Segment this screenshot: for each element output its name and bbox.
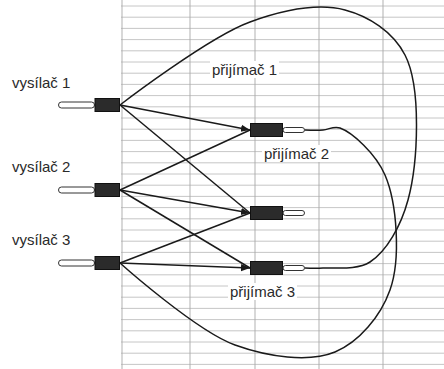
grid-line	[121, 95, 444, 96]
plug-connector: přijímač 1	[250, 123, 305, 137]
plug-pin	[283, 266, 305, 271]
transmitter-label: vysílač 1	[10, 74, 72, 91]
plug-connector: přijímač 3	[250, 261, 305, 275]
grid-line	[121, 17, 444, 18]
grid-line	[121, 106, 444, 107]
grid-line	[121, 28, 444, 29]
connecting-wire	[120, 7, 416, 268]
receiver-label: přijímač 3	[228, 283, 297, 300]
grid-line	[121, 84, 444, 85]
grid-line	[121, 252, 444, 253]
grid-line	[121, 118, 444, 119]
grid-line	[121, 342, 444, 343]
connecting-wire	[120, 190, 250, 268]
connecting-wire	[120, 105, 250, 130]
connecting-wire	[120, 263, 250, 268]
receiver-label: přijímač 1	[210, 61, 279, 78]
transmitter-label: vysílač 3	[10, 231, 72, 248]
grid-line	[121, 6, 444, 7]
plug-pin	[59, 260, 95, 266]
plug-symbol	[250, 123, 305, 137]
grid-line	[121, 353, 444, 354]
grid-line	[121, 241, 444, 242]
plug-connector: vysílač 2	[58, 183, 120, 197]
grid-line	[383, 0, 384, 369]
plug-connector: vysílač 1	[58, 98, 120, 112]
grid-line	[121, 73, 444, 74]
plug-body	[251, 262, 283, 275]
grid-line	[121, 319, 444, 320]
grid-line	[121, 62, 444, 63]
connecting-wire	[120, 105, 250, 213]
grid-line	[319, 0, 320, 369]
grid-line	[121, 140, 444, 141]
plug-pin	[283, 128, 305, 133]
plug-connector: přijímač 2	[250, 206, 305, 220]
connecting-wire	[120, 213, 250, 263]
receiver-label: přijímač 2	[262, 145, 331, 162]
connecting-wire	[120, 130, 250, 190]
plug-body	[251, 207, 283, 220]
plug-body	[95, 257, 120, 270]
plug-symbol	[58, 98, 120, 112]
plug-body	[95, 99, 120, 112]
plug-symbol	[250, 206, 305, 220]
grid-line	[121, 50, 444, 51]
plug-body	[95, 184, 120, 197]
grid-line	[121, 308, 444, 309]
plug-pin	[283, 211, 305, 216]
grid-line	[121, 196, 444, 197]
grid-line	[121, 185, 444, 186]
plug-pin	[59, 187, 95, 193]
grid-line	[255, 0, 256, 369]
plug-symbol	[250, 261, 305, 275]
connecting-wire	[120, 127, 396, 357]
grid-line	[121, 174, 444, 175]
grid-line	[121, 364, 444, 365]
plug-symbol	[58, 256, 120, 270]
plug-symbol	[58, 183, 120, 197]
grid-line	[122, 0, 123, 369]
grid-line	[121, 330, 444, 331]
transmitter-label: vysílač 2	[10, 158, 72, 175]
plug-connector: vysílač 3	[58, 256, 120, 270]
grid-line	[121, 162, 444, 163]
plug-body	[251, 124, 283, 137]
plug-pin	[59, 102, 95, 108]
